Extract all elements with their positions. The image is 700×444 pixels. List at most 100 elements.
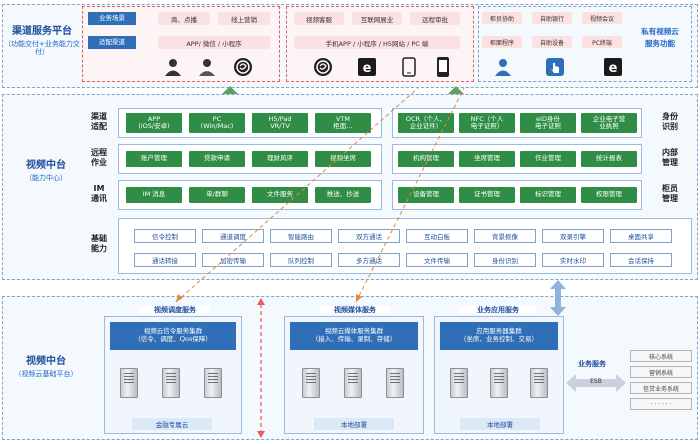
row-label-remote: 远程 作业 (91, 148, 107, 167)
channel-value: APP/ 微信 / 小程序 (158, 36, 270, 49)
miniprogram-icon (312, 56, 334, 78)
cap-file: 文件服务 (252, 187, 308, 203)
cap-tag-mgmt: 标识管理 (520, 187, 576, 203)
service-core: 核心系统 (630, 350, 692, 362)
basic-14: 身份识别 (474, 253, 536, 267)
tablet-icon (398, 56, 420, 78)
cap-chat: 单/群聊 (189, 187, 245, 203)
cap-im-msg: IM 消息 (126, 187, 182, 203)
cap-ocr: OCR（个人、 企业证件） (398, 113, 454, 133)
basic-1: 信令控制 (134, 229, 196, 243)
basic-9: 通话转接 (134, 253, 196, 267)
row-label-channel: 渠道 适配 (91, 112, 107, 131)
cap-app: APP (iOS/安卓) (126, 113, 182, 133)
app-header: 业务应用服务 (460, 306, 536, 315)
cap-seat-mgmt: 坐席管理 (459, 151, 515, 167)
server-icon (302, 368, 320, 398)
private-cloud-title: 私有视频云 (641, 27, 679, 36)
basic-4: 双方通话 (338, 229, 400, 243)
esb-label: ESB (590, 378, 602, 385)
basic-8: 桌面共享 (610, 229, 672, 243)
cap-loan: 贷款申请 (189, 151, 245, 167)
cap-device-mgmt: 设备管理 (398, 187, 454, 203)
cap-video-seat: 视频坐席 (315, 151, 371, 167)
cap-wealth-risk: 理财风评 (252, 151, 308, 167)
cap-push: 推送、抄送 (315, 187, 371, 203)
basic-2: 通道调度 (202, 229, 264, 243)
service-marketing: 营销系统 (630, 366, 692, 378)
vertical-double-arrow-icon (550, 280, 566, 316)
server-icon (450, 368, 468, 398)
scene-tag-1: 商、点播 (158, 12, 210, 25)
miniprogram-icon (232, 56, 254, 78)
person-male-icon (196, 56, 218, 78)
basic-12: 多方通话 (338, 253, 400, 267)
basic-5: 互动白板 (406, 229, 468, 243)
mid-tag-3: 远程审批 (410, 12, 460, 25)
dispatch-header: 视频调度服务 (140, 306, 210, 315)
row-label-teller: 柜员 管理 (662, 184, 678, 203)
touch-screen-icon (544, 56, 566, 78)
right-tag-1: 柜员协助 (482, 12, 522, 24)
app-footer: 本地部署 (460, 418, 540, 430)
mid-tag-2: 互联网展业 (352, 12, 402, 25)
mid-tag-1: 视频客服 (294, 12, 344, 25)
channel-platform-subtitle: （功能交付+业务能力交付） (4, 40, 80, 57)
row-label-internal: 内部 管理 (662, 148, 678, 167)
video-cloud-subtitle: （视频云基础平台） (14, 370, 78, 378)
cap-eid: eID身份 电子证照 (520, 113, 576, 133)
channel-platform-title: 渠道服务平台 (12, 26, 72, 37)
right-tag-2: 自助银行 (532, 12, 572, 24)
basic-13: 文件传输 (406, 253, 468, 267)
server-icon (204, 368, 222, 398)
media-header: 视频媒体服务 (320, 306, 390, 315)
basic-3: 智能路由 (270, 229, 332, 243)
video-cloud-title: 视频中台 (26, 356, 66, 367)
right-tag-3: 视频会议 (582, 12, 622, 24)
service-credit: 信贷业务系统 (630, 382, 692, 394)
mid-channel-value: 手机APP / 小程序 / H5网站 / PC 端 (294, 36, 460, 49)
server-icon (386, 368, 404, 398)
cap-stats: 统计报表 (581, 151, 637, 167)
channel-label: 适配渠道 (88, 36, 136, 49)
server-icon (120, 368, 138, 398)
cap-cert-mgmt: 证书管理 (459, 187, 515, 203)
basic-11: 队列控制 (270, 253, 332, 267)
basic-7: 双录引擎 (542, 229, 604, 243)
browser-e-icon: e (356, 56, 378, 78)
basic-10: 加密传输 (202, 253, 264, 267)
dispatch-bar: 视频云信令服务集群 （信令、调度、Qos保障） (110, 322, 236, 350)
cap-license: 企业电子营 业执照 (581, 113, 637, 133)
private-cloud-subtitle: 服务功能 (645, 39, 675, 48)
cap-perm-mgmt: 权限管理 (581, 187, 637, 203)
cap-h5: H5/Pad VR/TV (252, 113, 308, 133)
row-label-im: IM 通讯 (91, 184, 107, 203)
server-icon (344, 368, 362, 398)
red-dashed-arrow-icon (256, 298, 266, 438)
cap-nfc: NFC（个人 电子证照） (459, 113, 515, 133)
cap-org-mgmt: 机构管理 (398, 151, 454, 167)
user-icon (492, 56, 514, 78)
basic-15: 实时水印 (542, 253, 604, 267)
cap-job-mgmt: 作业管理 (520, 151, 576, 167)
right-tag-5: 自助设备 (532, 36, 572, 48)
video-middle-subtitle: （能力中心） (25, 174, 67, 182)
scene-label: 业务场景 (88, 12, 136, 25)
svg-text:e: e (363, 61, 372, 76)
double-arrow-icon (566, 374, 626, 392)
row-label-identity: 身份 识别 (662, 112, 678, 131)
right-tag-4: 柜面程序 (482, 36, 522, 48)
media-footer: 本地部署 (314, 418, 394, 430)
right-tag-6: PC终端 (582, 36, 622, 48)
server-icon (490, 368, 508, 398)
video-middle-title: 视频中台 (26, 160, 66, 171)
basic-6: 背景抠像 (474, 229, 536, 243)
services-label: 业务服务 (578, 360, 606, 368)
server-icon (530, 368, 548, 398)
media-bar: 视频云媒体服务集群 （接入、传输、录制、存储） (290, 322, 418, 350)
service-more: · · · · · · (630, 398, 692, 410)
server-icon (162, 368, 180, 398)
app-bar: 应用服务器集群 （坐席、业务控制、交易） (440, 322, 558, 350)
person-female-icon (162, 56, 184, 78)
